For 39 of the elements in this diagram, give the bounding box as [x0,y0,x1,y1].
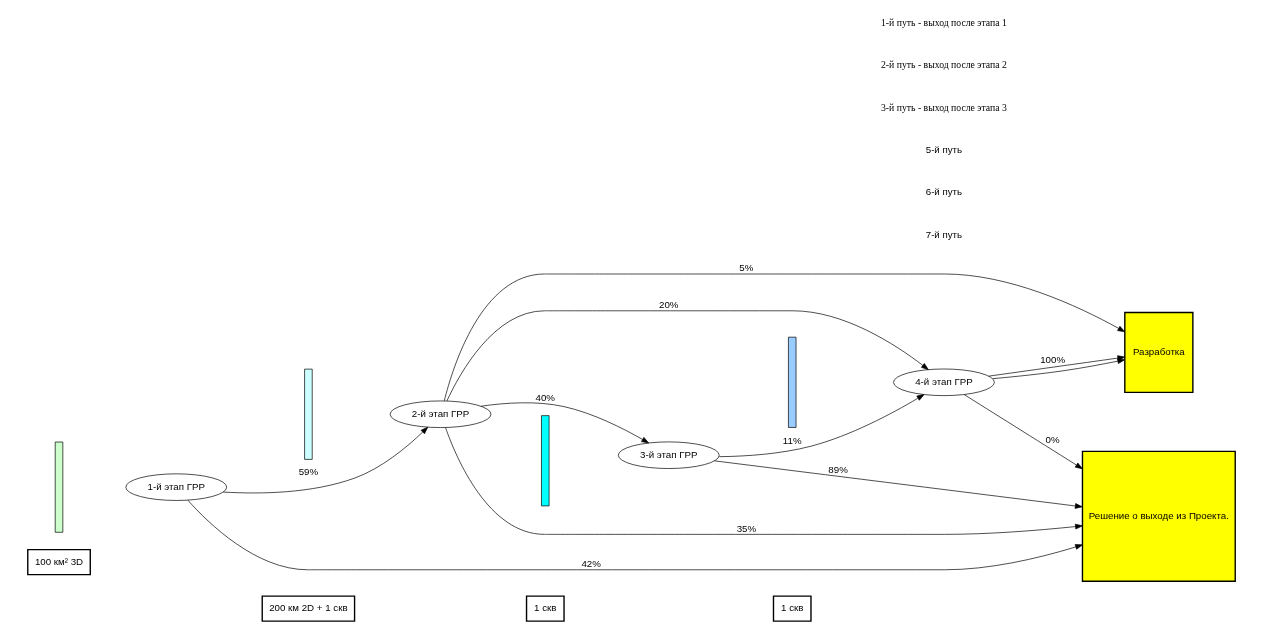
node-box: 200 км 2D + 1 скв [261,595,355,622]
label: 5-й путь [925,143,962,155]
edge-label: 100% [1039,354,1065,366]
node-bar [54,441,63,533]
node-ellipse: 4-й этап ГРР [892,368,995,396]
edge-label: 89% [827,464,848,476]
label: 1-й путь - выход после этапа 1 [880,16,1007,28]
node-box: 1 скв [772,595,812,622]
edge-label: 42% [580,558,601,570]
edge-label: 59% [298,466,318,478]
arrow [718,394,924,458]
node-box: 1 скв [525,595,565,622]
edge-label: 40% [535,391,555,403]
edge-label: 20% [658,299,678,311]
label: 3-й путь - выход после этапа 3 [880,101,1007,113]
edge-label: 35% [736,522,756,534]
arrow [480,402,649,444]
node-bar [540,415,549,507]
arrow [444,427,1083,535]
arrow [963,394,1083,470]
edge-label: 11% [782,434,802,446]
label: 6-й путь [925,186,962,198]
arrow [443,273,1125,402]
node-box: Решение о выходе из Проекта. [1081,450,1236,582]
node-bar [787,336,796,428]
node-ellipse: 2-й этап ГРР [389,400,491,428]
node-bar [303,368,313,460]
node-box: Разработка [1123,311,1194,394]
label: 7-й путь [925,228,962,240]
label: 2-й путь - выход после этапа 2 [880,59,1007,71]
node-box: 100 км² 3D [26,548,91,576]
node-ellipse: 3-й этап ГРР [617,441,720,469]
arrow [222,426,428,494]
arrow [446,310,929,402]
arrow [187,499,1083,571]
edge-label: 0% [1045,433,1060,445]
node-ellipse: 1-й этап ГРР [124,473,227,501]
edge-label: 5% [738,262,753,274]
arrow [713,460,1083,509]
